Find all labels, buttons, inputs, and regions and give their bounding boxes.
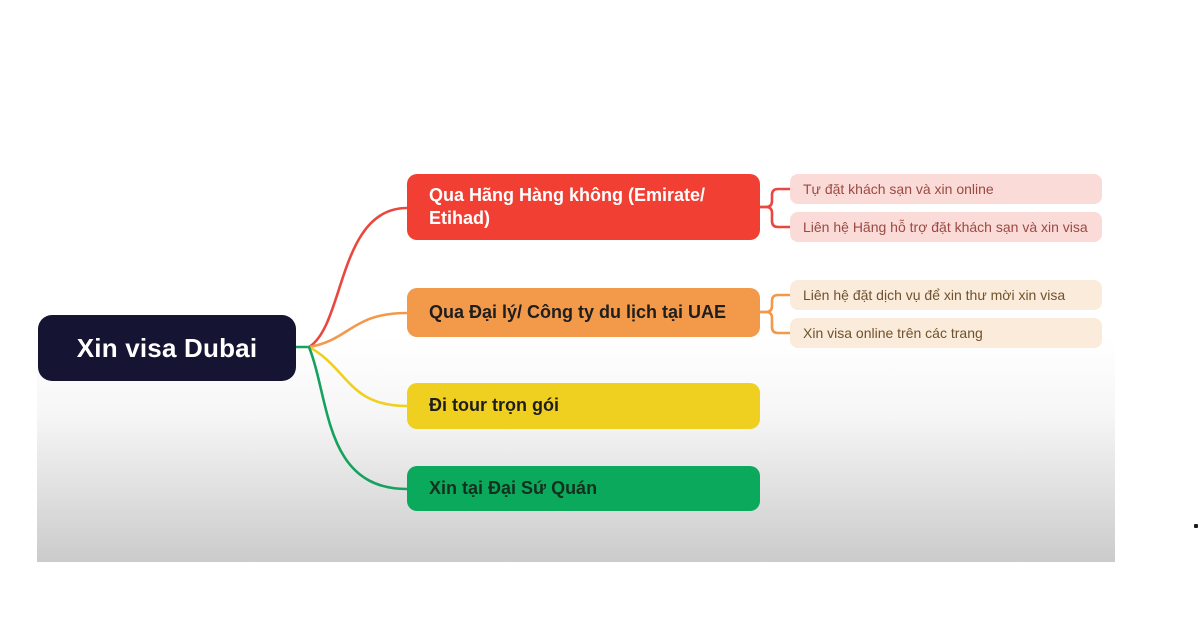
child-node-airline-support-label: Liên hệ Hãng hỗ trợ đặt khách sạn và xin… xyxy=(803,219,1088,235)
child-node-self-book-hotel-label: Tự đặt khách sạn và xin online xyxy=(803,181,994,197)
root-node-xin-visa-dubai[interactable]: Xin visa Dubai xyxy=(38,315,296,381)
child-node-online-sites[interactable]: Xin visa online trên các trang xyxy=(790,318,1102,348)
child-node-airline-support[interactable]: Liên hệ Hãng hỗ trợ đặt khách sạn và xin… xyxy=(790,212,1102,242)
branch-node-tour[interactable]: Đi tour trọn gói xyxy=(407,383,760,429)
branch-node-embassy-label: Xin tại Đại Sứ Quán xyxy=(429,477,598,498)
stray-period-mark xyxy=(1194,524,1198,528)
child-node-self-book-hotel[interactable]: Tự đặt khách sạn và xin online xyxy=(790,174,1102,204)
branch-node-agency[interactable]: Qua Đại lý/ Công ty du lịch tại UAE xyxy=(407,288,760,337)
child-node-invitation-letter[interactable]: Liên hệ đặt dịch vụ để xin thư mời xin v… xyxy=(790,280,1102,310)
branch-node-tour-label: Đi tour trọn gói xyxy=(429,395,559,416)
branch-node-airline[interactable]: Qua Hãng Hàng không (Emirate/ Etihad) xyxy=(407,174,760,240)
child-node-invitation-letter-label: Liên hệ đặt dịch vụ để xin thư mời xin v… xyxy=(803,287,1066,303)
branch-node-airline-label: Qua Hãng Hàng không (Emirate/ Etihad) xyxy=(429,184,706,228)
branch-node-agency-label: Qua Đại lý/ Công ty du lịch tại UAE xyxy=(429,301,727,322)
branch-node-embassy[interactable]: Xin tại Đại Sứ Quán xyxy=(407,466,760,511)
child-node-online-sites-label: Xin visa online trên các trang xyxy=(803,325,983,341)
